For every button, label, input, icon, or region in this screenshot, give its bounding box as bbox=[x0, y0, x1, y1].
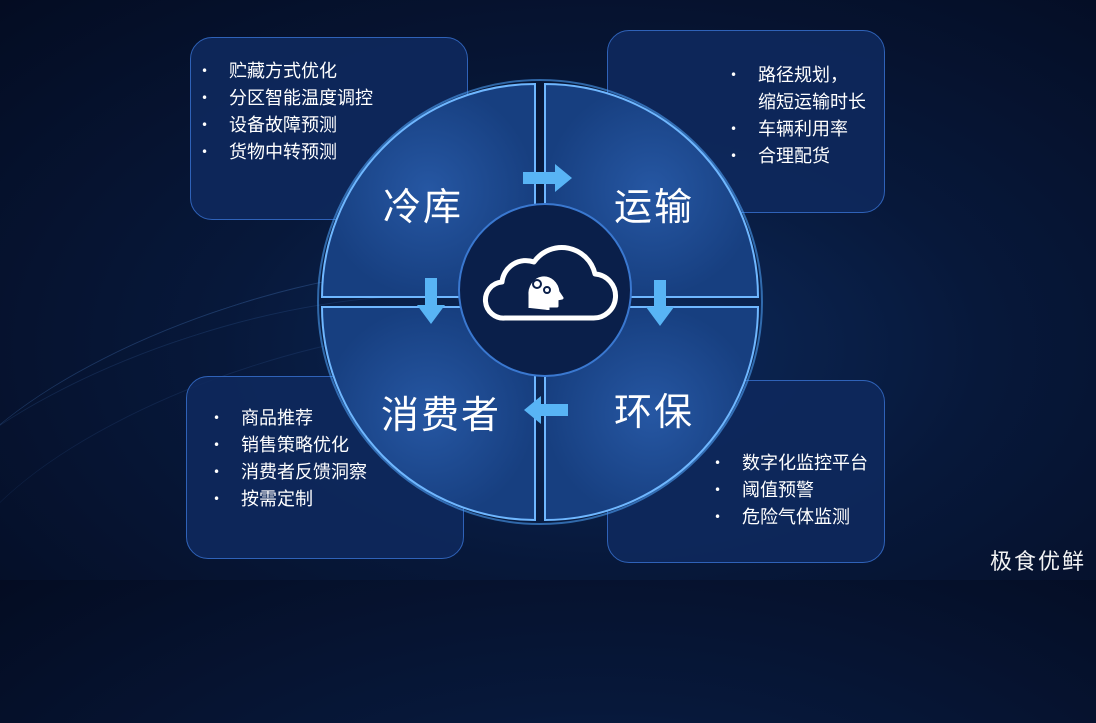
bullet-icon: • bbox=[213, 492, 221, 506]
bullet-icon: • bbox=[201, 145, 209, 159]
transport-label: 运输 bbox=[614, 185, 695, 229]
list-item-text: 路径规划， bbox=[758, 65, 848, 86]
list-item: • 按需定制 bbox=[213, 486, 463, 513]
list-item-text: 销售策略优化 bbox=[241, 435, 349, 456]
quadrant-environment bbox=[544, 306, 760, 522]
bullet-icon: • bbox=[201, 118, 209, 132]
list-item: • 数字化监控平台 bbox=[714, 450, 884, 477]
arrow-right-icon bbox=[523, 164, 572, 192]
bullet-icon: • bbox=[213, 465, 221, 479]
list-item: • 消费者反馈洞察 bbox=[213, 459, 463, 486]
list-item-text: 设备故障预测 bbox=[229, 115, 337, 136]
arrow-down-icon bbox=[646, 280, 674, 326]
list-item: • 路径规划， bbox=[730, 62, 884, 89]
list-item: • 贮藏方式优化 bbox=[201, 58, 467, 85]
list-item-text: 按需定制 bbox=[241, 489, 313, 510]
outer-ring bbox=[317, 79, 763, 525]
list-item-text: 分区智能温度调控 bbox=[229, 88, 373, 109]
brand-logo: 极食优鲜 bbox=[989, 550, 1086, 575]
arrow-down-icon bbox=[417, 278, 445, 324]
bullet-icon: • bbox=[201, 64, 209, 78]
list-item: • 合理配货 bbox=[730, 143, 884, 170]
list-item-text: 合理配货 bbox=[758, 146, 830, 167]
list-item-text: 消费者反馈洞察 bbox=[241, 462, 367, 483]
cycle-diagram bbox=[317, 79, 763, 525]
bullet-icon: • bbox=[714, 483, 722, 497]
list-item: • 货物中转预测 bbox=[201, 139, 467, 166]
list-item-text: 车辆利用率 bbox=[758, 119, 848, 140]
list-item-text: 货物中转预测 bbox=[229, 142, 337, 163]
list-item-text: 缩短运输时长 bbox=[758, 92, 866, 113]
list-item: • 设备故障预测 bbox=[201, 112, 467, 139]
list-item-text: 商品推荐 bbox=[241, 408, 313, 429]
bullet-icon: • bbox=[730, 68, 738, 82]
consumer-label: 消费者 bbox=[381, 393, 502, 437]
arrow-left-icon bbox=[524, 396, 568, 424]
list-item: • 分区智能温度调控 bbox=[201, 85, 467, 112]
bullet-icon: • bbox=[213, 438, 221, 452]
list-item: • 商品推荐 bbox=[213, 405, 463, 432]
bullet-icon: • bbox=[714, 510, 722, 524]
quadrant-consumer bbox=[320, 306, 536, 522]
bullet-icon: • bbox=[213, 411, 221, 425]
list-item-text: 阈值预警 bbox=[742, 480, 814, 501]
bullet-icon: • bbox=[730, 122, 738, 136]
cold-storage-label: 冷库 bbox=[383, 185, 464, 229]
environment-label: 环保 bbox=[614, 390, 695, 434]
cloud-ai-head-gears-icon bbox=[482, 245, 618, 321]
bullet-icon: • bbox=[714, 456, 722, 470]
list-item: • 销售策略优化 bbox=[213, 432, 463, 459]
list-item: • 危险气体监测 bbox=[714, 504, 884, 531]
bullet-icon: • bbox=[730, 149, 738, 163]
list-item-text: 贮藏方式优化 bbox=[229, 61, 337, 82]
list-item: • 车辆利用率 bbox=[730, 116, 884, 143]
list-item-text: 数字化监控平台 bbox=[742, 453, 868, 474]
list-item: • 阈值预警 bbox=[714, 477, 884, 504]
bullet-icon: • bbox=[201, 91, 209, 105]
list-item-text: 危险气体监测 bbox=[742, 507, 850, 528]
list-item: •缩短运输时长 bbox=[758, 89, 884, 116]
